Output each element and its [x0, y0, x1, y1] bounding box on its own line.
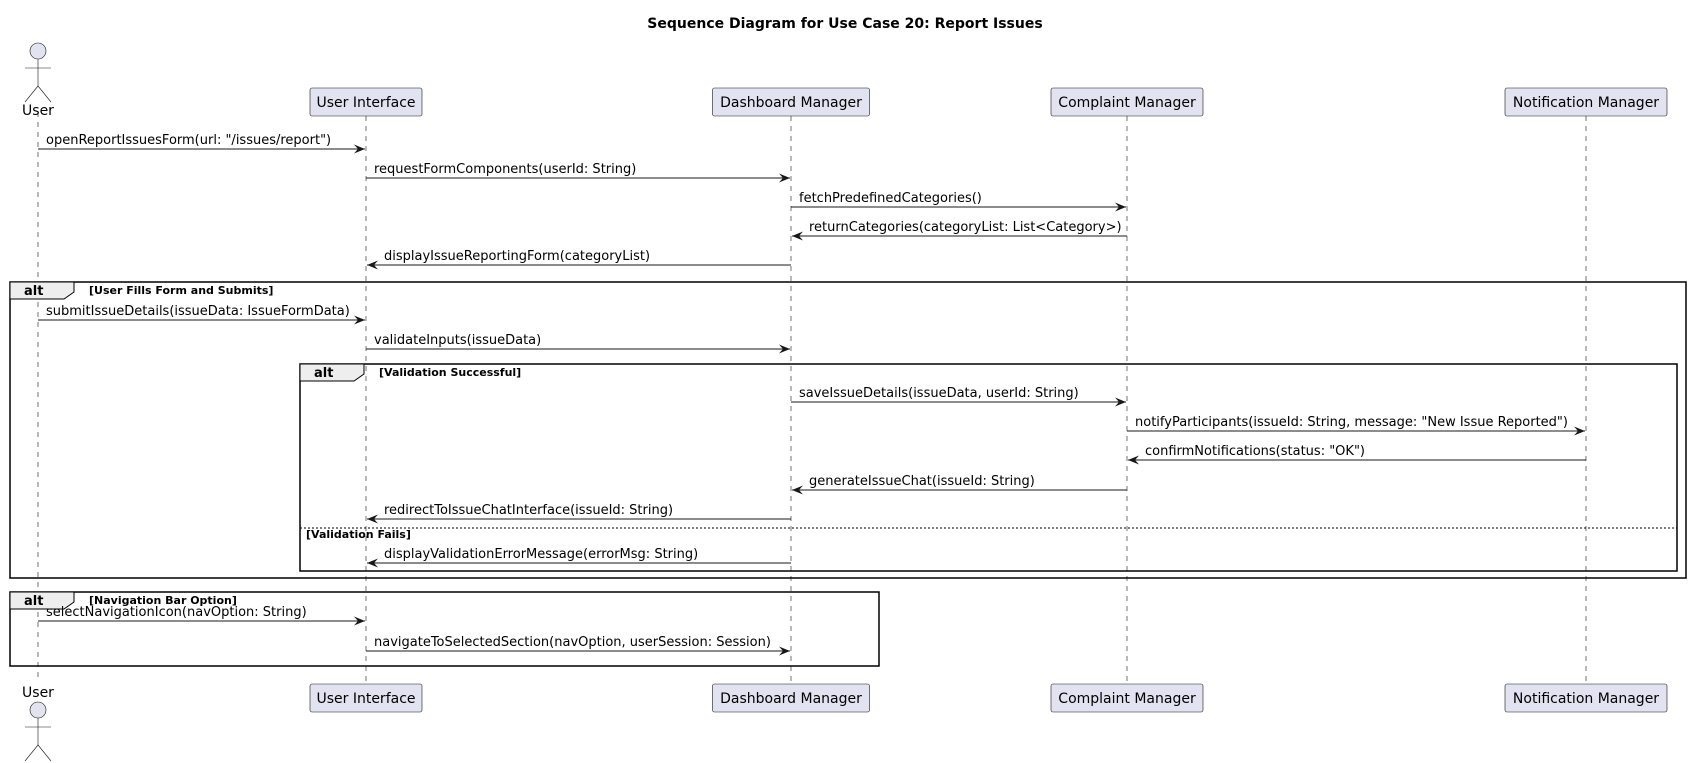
- message-15: navigateToSelectedSection(navOption, use…: [366, 635, 790, 656]
- participant-label: Dashboard Manager: [720, 691, 862, 707]
- message-7: validateInputs(issueData): [366, 333, 790, 354]
- message-13: displayValidationErrorMessage(errorMsg: …: [367, 547, 791, 568]
- message-label: navigateToSelectedSection(navOption, use…: [374, 635, 771, 650]
- message-label: returnCategories(categoryList: List<Cate…: [809, 220, 1122, 235]
- message-4: returnCategories(categoryList: List<Cate…: [792, 220, 1127, 241]
- participant-label: Notification Manager: [1513, 691, 1659, 707]
- participant-box: [1504, 683, 1668, 713]
- lifelines: [37, 112, 1587, 684]
- message-label: saveIssueDetails(issueData, userId: Stri…: [799, 386, 1079, 401]
- fragment-operator: alt: [314, 366, 333, 381]
- actor-user-label: User: [22, 103, 54, 119]
- message-8: saveIssueDetails(issueData, userId: Stri…: [791, 386, 1126, 407]
- message-label: selectNavigationIcon(navOption: String): [46, 605, 307, 620]
- participant-label: Complaint Manager: [1058, 95, 1196, 111]
- arrowhead-icon: [1574, 426, 1585, 436]
- message-label: submitIssueDetails(issueData: IssueFormD…: [46, 304, 350, 319]
- participant-label: Notification Manager: [1513, 95, 1659, 111]
- fragment-operator: alt: [24, 284, 43, 299]
- arrowhead-icon: [354, 315, 365, 325]
- arrowhead-icon: [792, 231, 803, 241]
- participant-notif-bottom: Notification Manager: [1504, 683, 1668, 713]
- participant-label: Complaint Manager: [1058, 691, 1196, 707]
- participant-label: User Interface: [316, 95, 415, 111]
- fragment-alt-validation: alt [Validation Successful] [Validation Fa…: [299, 363, 1678, 572]
- arrowhead-icon: [1115, 397, 1126, 407]
- message-9: notifyParticipants(issueId: String, mess…: [1127, 415, 1585, 436]
- message-2: requestFormComponents(userId: String): [366, 162, 790, 183]
- arrowhead-icon: [779, 344, 790, 354]
- participant-box: [712, 87, 870, 117]
- message-1: openReportIssuesForm(url: "/issues/repor…: [38, 133, 365, 154]
- message-14: selectNavigationIcon(navOption: String): [38, 605, 365, 626]
- diagram-title: Sequence Diagram for Use Case 20: Report…: [647, 16, 1042, 32]
- fragments: alt [User Fills Form and Submits] alt [Vali…: [9, 281, 1687, 667]
- actor-user-label: User: [22, 685, 54, 701]
- arrowhead-icon: [354, 144, 365, 154]
- participant-box: [1504, 87, 1668, 117]
- message-label: requestFormComponents(userId: String): [374, 162, 636, 177]
- fragment-tab: [299, 363, 365, 382]
- participant-box: [712, 683, 870, 713]
- arrowhead-icon: [354, 616, 365, 626]
- participant-box: [309, 87, 423, 117]
- participant-ui-top: User Interface: [309, 87, 423, 117]
- messages: openReportIssuesForm(url: "/issues/repor…: [38, 133, 1586, 656]
- participant-ui-bottom: User Interface: [309, 683, 423, 713]
- actor-head: [29, 42, 47, 60]
- arrowhead-icon: [367, 514, 378, 524]
- participant-box: [309, 683, 423, 713]
- fragment-else-condition: [Validation Fails]: [306, 528, 411, 541]
- fragment-tab: [9, 281, 75, 300]
- participant-box: [1050, 683, 1204, 713]
- actor-user-top: User: [22, 42, 54, 119]
- fragment-condition: [Validation Successful]: [379, 366, 521, 379]
- message-5: displayIssueReportingForm(categoryList): [367, 249, 791, 270]
- arrowhead-icon: [1115, 202, 1126, 212]
- participant-notif-top: Notification Manager: [1504, 87, 1668, 117]
- message-label: redirectToIssueChatInterface(issueId: St…: [384, 503, 673, 518]
- arrowhead-icon: [367, 260, 378, 270]
- actor-user-bottom: User: [22, 685, 54, 762]
- arrowhead-icon: [1128, 455, 1139, 465]
- message-10: confirmNotifications(status: "OK"): [1128, 444, 1586, 465]
- arrowhead-icon: [367, 558, 378, 568]
- participant-comp-top: Complaint Manager: [1050, 87, 1204, 117]
- message-11: generateIssueChat(issueId: String): [792, 474, 1127, 495]
- fragment-alt-user-submits: alt [User Fills Form and Submits]: [9, 281, 1687, 579]
- participant-comp-bottom: Complaint Manager: [1050, 683, 1204, 713]
- message-label: generateIssueChat(issueId: String): [809, 474, 1035, 489]
- arrowhead-icon: [779, 173, 790, 183]
- message-6: submitIssueDetails(issueData: IssueFormD…: [38, 304, 365, 325]
- message-label: confirmNotifications(status: "OK"): [1145, 444, 1365, 459]
- message-12: redirectToIssueChatInterface(issueId: St…: [367, 503, 791, 524]
- message-label: displayIssueReportingForm(categoryList): [384, 249, 650, 264]
- fragment-operator: alt: [24, 594, 43, 609]
- message-label: fetchPredefinedCategories(): [799, 191, 982, 206]
- fragment-condition: [User Fills Form and Submits]: [89, 284, 273, 297]
- participant-box: [1050, 87, 1204, 117]
- arrowhead-icon: [779, 646, 790, 656]
- actor-head: [29, 701, 47, 719]
- message-label: displayValidationErrorMessage(errorMsg: …: [384, 547, 698, 562]
- message-label: validateInputs(issueData): [374, 333, 541, 348]
- fragment-condition: [Navigation Bar Option]: [89, 594, 237, 607]
- participant-dash-bottom: Dashboard Manager: [712, 683, 870, 713]
- arrowhead-icon: [792, 485, 803, 495]
- participant-label: Dashboard Manager: [720, 95, 862, 111]
- message-3: fetchPredefinedCategories(): [791, 191, 1126, 212]
- participant-dash-top: Dashboard Manager: [712, 87, 870, 117]
- fragment-tab: [9, 591, 75, 610]
- message-label: notifyParticipants(issueId: String, mess…: [1135, 415, 1568, 430]
- message-label: openReportIssuesForm(url: "/issues/repor…: [46, 133, 331, 148]
- participant-label: User Interface: [316, 691, 415, 707]
- fragment-alt-navigation: alt [Navigation Bar Option]: [9, 591, 880, 667]
